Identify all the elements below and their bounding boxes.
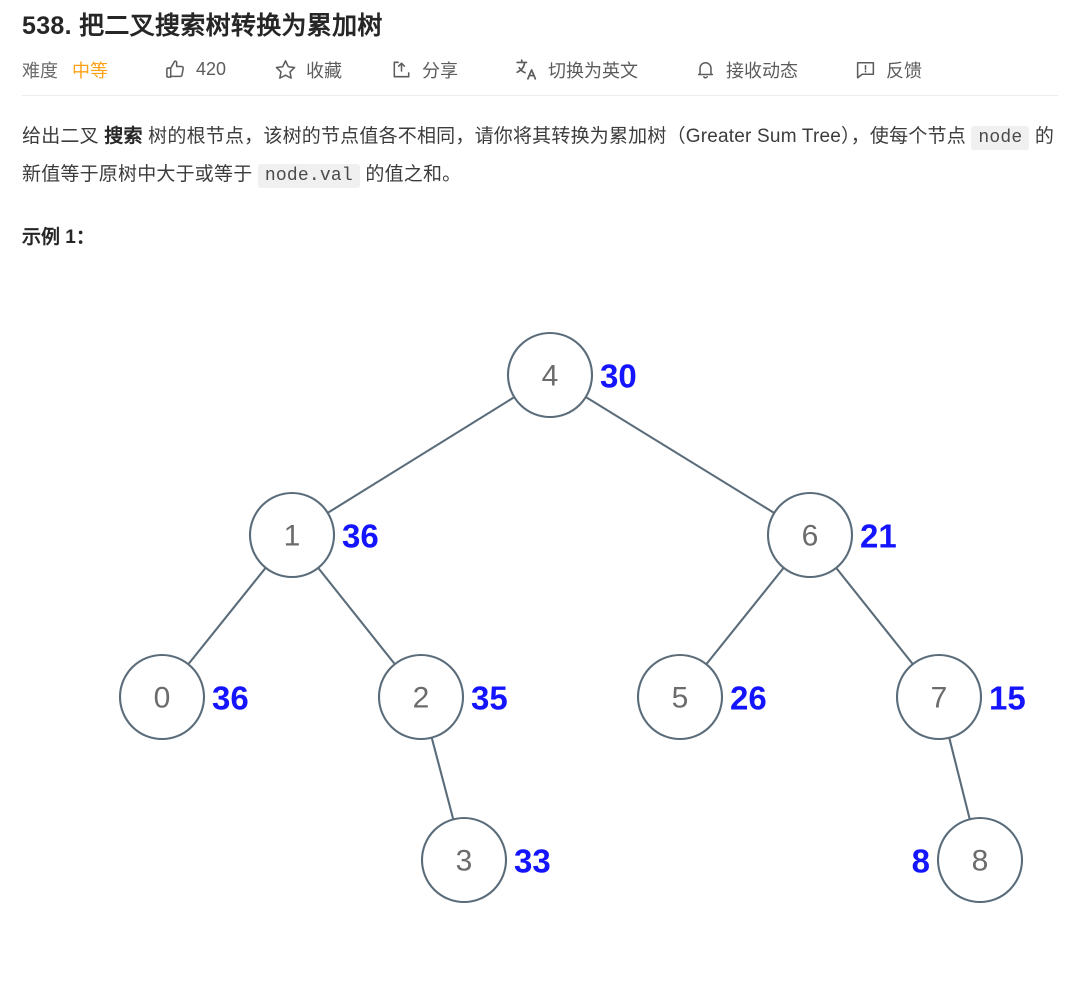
tree-node-value: 7 <box>931 681 948 714</box>
tree-node-value: 0 <box>154 681 171 714</box>
share-label: 分享 <box>422 60 459 81</box>
tree-node-sum: 33 <box>514 842 551 879</box>
tree-node: 5 26 <box>636 653 767 740</box>
tree-node-value: 5 <box>672 681 689 714</box>
description-bold-search: 搜索 <box>104 125 143 147</box>
language-label: 切换为英文 <box>548 60 639 81</box>
code-node-val: node.val <box>257 163 360 188</box>
tree-edge <box>705 566 785 665</box>
description-text-2: 树的根节点，该树的节点值各不相同，请你将其转换为累加树（Greater Sum … <box>142 125 972 147</box>
tree-node-value: 6 <box>802 519 819 552</box>
tree-node-sum: 36 <box>342 517 379 554</box>
subscribe-button[interactable]: 接收动态 <box>694 57 798 83</box>
star-icon <box>274 58 297 81</box>
tree-edge <box>835 566 914 665</box>
tree-node-sum: 36 <box>212 679 249 716</box>
tree-node-sum: 15 <box>989 679 1026 716</box>
tree-node-sum: 30 <box>600 357 637 394</box>
favorite-label: 收藏 <box>306 60 343 81</box>
tree-node: 1 36 <box>248 491 379 578</box>
header-divider <box>22 94 1058 96</box>
tree-node-circle <box>506 331 594 418</box>
favorite-button[interactable]: 收藏 <box>274 57 342 83</box>
tree-node-value: 3 <box>456 844 473 877</box>
translate-icon <box>514 57 539 82</box>
problem-toolbar: 难度 中等 420 收藏 <box>22 47 1058 93</box>
tree-edge <box>585 395 775 514</box>
tree-node-circle <box>936 816 1024 903</box>
tree-node-circle <box>766 491 854 578</box>
like-count: 420 <box>196 59 227 79</box>
tree-edge <box>317 566 396 665</box>
subscribe-label: 接收动态 <box>726 60 799 81</box>
difficulty-label: 难度 <box>22 60 58 81</box>
tree-node-circle <box>636 653 724 740</box>
difficulty-badge: 中等 <box>72 60 108 81</box>
tree-node-circle <box>248 491 336 578</box>
tree-node-circle <box>377 653 465 740</box>
problem-description: 给出二叉 搜索 树的根节点，该树的节点值各不相同，请你将其转换为累加树（Grea… <box>22 118 1058 194</box>
tree-node: 7 15 <box>895 653 1026 740</box>
like-button[interactable]: 420 <box>164 58 226 81</box>
example-heading: 示例 1： <box>22 226 95 248</box>
tree-node-value: 1 <box>284 519 301 552</box>
description-text-3: 的新值等于原树中大于或等于 <box>22 125 1055 185</box>
description-text-1: 给出二叉 <box>22 125 105 147</box>
bell-icon <box>694 58 717 81</box>
feedback-icon <box>854 58 877 81</box>
tree-node: 0 36 <box>118 653 249 740</box>
description-text-4: 的值之和。 <box>359 163 462 185</box>
tree-node-circle <box>895 653 983 740</box>
code-node: node <box>971 125 1030 150</box>
tree-node-circle <box>420 816 508 903</box>
tree-node-value: 8 <box>972 844 989 877</box>
share-button[interactable]: 分享 <box>390 57 458 83</box>
tree-node-value: 2 <box>413 681 430 714</box>
tree-edge <box>327 395 515 514</box>
tree-edge <box>187 566 267 665</box>
tree-node-sum: 8 <box>912 842 930 879</box>
difficulty-group: 难度 中等 <box>22 57 108 83</box>
page-title: 538. 把二叉搜索树转换为累加树 <box>22 12 383 40</box>
tree-node: 2 35 <box>377 653 508 740</box>
share-icon <box>390 58 413 81</box>
tree-node-circle <box>118 653 206 740</box>
feedback-label: 反馈 <box>886 60 923 81</box>
tree-node-sum: 26 <box>730 679 767 716</box>
tree-node: 88 <box>912 816 1024 903</box>
tree-node-sum: 35 <box>471 679 508 716</box>
language-toggle-button[interactable]: 切换为英文 <box>514 57 638 83</box>
thumbs-up-icon <box>164 58 187 81</box>
tree-edge <box>948 737 971 820</box>
tree-node: 4 30 <box>506 331 637 418</box>
tree-edge <box>430 737 455 820</box>
tree-edge-group <box>187 395 971 820</box>
tree-node: 6 21 <box>766 491 897 578</box>
tree-node-value: 4 <box>542 359 559 392</box>
tree-node-sum: 21 <box>860 517 897 554</box>
feedback-button[interactable]: 反馈 <box>854 57 922 83</box>
